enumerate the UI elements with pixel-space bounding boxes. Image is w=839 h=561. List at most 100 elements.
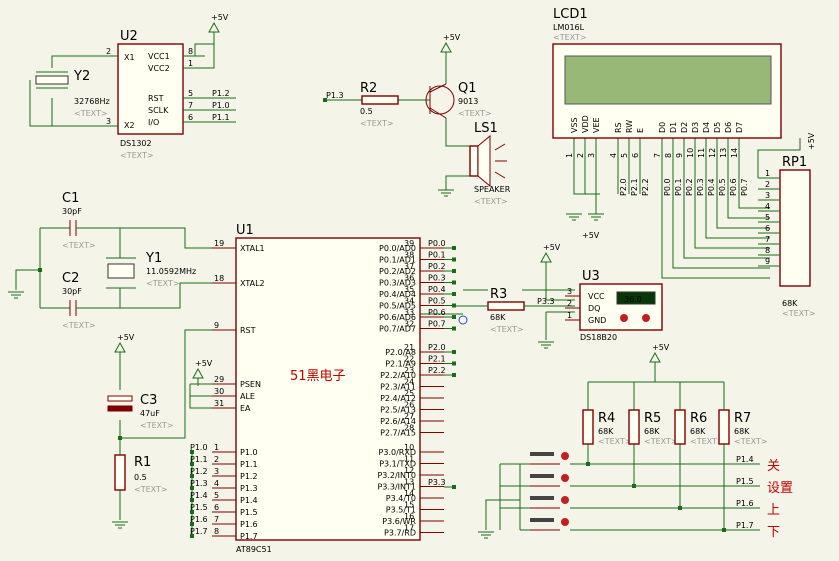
y1-placeholder: <TEXT> xyxy=(146,279,180,288)
lcd1-pin-label: VEE xyxy=(592,117,601,133)
u1-pin-label: P0.2/AD2 xyxy=(379,267,416,276)
pullup-resistor xyxy=(582,409,594,445)
vcc-label: +5V xyxy=(443,33,461,42)
lcd1-net-label: P0.3 xyxy=(696,178,705,196)
y2-placeholder: <TEXT> xyxy=(74,109,108,118)
y2-ref: Y2 xyxy=(73,69,90,84)
u1-pin-label: P3.4/T0 xyxy=(386,494,416,503)
lcd1-pin-num: 14 xyxy=(730,148,739,158)
c2-value: 30pF xyxy=(62,287,82,296)
p1-net-label: P1.2 xyxy=(190,467,208,476)
junction-dot xyxy=(452,269,456,273)
u1-pin-label: P2.7/A15 xyxy=(380,429,416,438)
r3-placeholder: <TEXT> xyxy=(490,325,524,334)
probe-marker-icon xyxy=(458,315,468,325)
u1-pin-label: P1.6 xyxy=(240,520,258,529)
junction-dot xyxy=(722,528,726,532)
junction-dot xyxy=(190,522,194,526)
u1-pin-num: 18 xyxy=(214,274,224,283)
u1-pin-num: 25 xyxy=(404,389,414,398)
u1-pin-label: P0.4/AD4 xyxy=(379,290,416,299)
lcd1-net-label: P0.7 xyxy=(740,178,749,196)
u1-pin-num: 31 xyxy=(214,399,224,408)
u1-pin-num: 38 xyxy=(404,251,414,260)
u2-pin-num: 6 xyxy=(188,113,193,122)
r3-ref: R3 xyxy=(490,287,507,302)
lcd1-screen xyxy=(564,55,772,105)
button-function-label: 设置 xyxy=(767,481,793,496)
button-function-label: 下 xyxy=(767,525,780,540)
rp1-body xyxy=(779,169,811,287)
p0-net-label: P0.2 xyxy=(428,262,446,271)
junction-dot xyxy=(452,326,456,331)
lcd1-pin-num: 1 xyxy=(565,153,574,158)
junction-dot xyxy=(452,485,456,489)
ls1-placeholder: <TEXT> xyxy=(474,197,508,206)
u1-pin-label: P0.3/AD3 xyxy=(379,279,416,288)
q1-ref: Q1 xyxy=(458,81,477,96)
u1-pin-num: 39 xyxy=(404,239,414,248)
u1-pin-label: P2.3/A11 xyxy=(380,383,416,392)
u1-pin-label: P2.0/A8 xyxy=(385,348,416,357)
u1-pin-label: EA xyxy=(240,404,251,413)
rp1-pin-num: 6 xyxy=(765,224,770,233)
p1-net-label: P1.5 xyxy=(190,503,208,512)
lcd1-pin-num: 4 xyxy=(609,153,618,158)
junction-dot xyxy=(452,292,456,296)
c3-value: 47uF xyxy=(140,409,160,418)
lcd1-pin-label: D4 xyxy=(702,122,711,133)
q1-placeholder: <TEXT> xyxy=(458,109,492,118)
junction-dot xyxy=(190,510,194,514)
u3-pin-num: 1 xyxy=(567,311,572,320)
lcd1-net-label: P0.1 xyxy=(674,178,683,196)
u1-part: AT89C51 xyxy=(236,545,272,554)
u3-pin-label: DQ xyxy=(588,304,600,313)
junction-dot xyxy=(190,498,194,502)
q1-collector xyxy=(429,83,447,93)
u1-pin-num: 8 xyxy=(214,527,219,536)
u1-pin-label: P3.0/RXD xyxy=(379,448,416,457)
c3-plate xyxy=(107,405,133,412)
junction-dot xyxy=(452,361,456,366)
r3-value: 68K xyxy=(490,313,506,322)
u2-pin-num: 3 xyxy=(106,117,111,126)
u1-pin-label: PSEN xyxy=(240,380,261,389)
lcd1-net-label: P2.0 xyxy=(619,178,628,196)
junction-dot xyxy=(118,436,122,440)
button-function-label: 关 xyxy=(767,459,780,474)
u1-pin-label: P2.4/A12 xyxy=(380,394,416,403)
r2-ref: R2 xyxy=(360,81,377,96)
u1-pin-num: 32 xyxy=(404,320,414,329)
p1-net-label: P1.3 xyxy=(190,479,208,488)
lcd1-pin-label: VSS xyxy=(570,117,579,133)
u2-pin-label: VCC1 xyxy=(148,52,170,61)
vcc-label: +5V xyxy=(543,243,561,252)
u1-pin-label: P1.1 xyxy=(240,460,258,469)
lcd1-net-label: P0.0 xyxy=(663,178,672,196)
junction-dot xyxy=(190,474,194,478)
u1-pin-label: P1.4 xyxy=(240,496,258,505)
vcc-arrow-icon xyxy=(208,21,220,33)
u1-pin-label: P0.7/AD7 xyxy=(379,325,416,334)
p2-net-label: P2.0 xyxy=(428,343,446,352)
pullup-ref: R4 xyxy=(598,411,615,426)
u1-pin-num: 30 xyxy=(214,387,224,396)
junction-dot xyxy=(678,506,682,510)
c3-placeholder: <TEXT> xyxy=(140,421,174,430)
u1-pin-num: 21 xyxy=(404,343,414,352)
u1-pin-label: P0.6/AD6 xyxy=(379,313,416,322)
u2-pin-num: 1 xyxy=(188,59,193,68)
lcd1-pin-label: D1 xyxy=(669,122,678,133)
p0-net-label: P0.3 xyxy=(428,274,446,283)
pullup-value: 68K xyxy=(690,427,706,436)
pullup-placeholder: <TEXT> xyxy=(734,437,768,446)
u1-pin-num: 26 xyxy=(404,401,414,410)
p0-net-label: P0.4 xyxy=(428,285,446,294)
lcd1-pin-num: 10 xyxy=(686,148,695,158)
lcd1-pin-num: 11 xyxy=(697,148,706,158)
u1-pin-num: 1 xyxy=(214,443,219,452)
lcd1-pin-label: E xyxy=(636,128,645,133)
u1-watermark: 51黑电子 xyxy=(290,369,346,384)
u1-pin-label: P3.6/WR xyxy=(382,517,416,526)
